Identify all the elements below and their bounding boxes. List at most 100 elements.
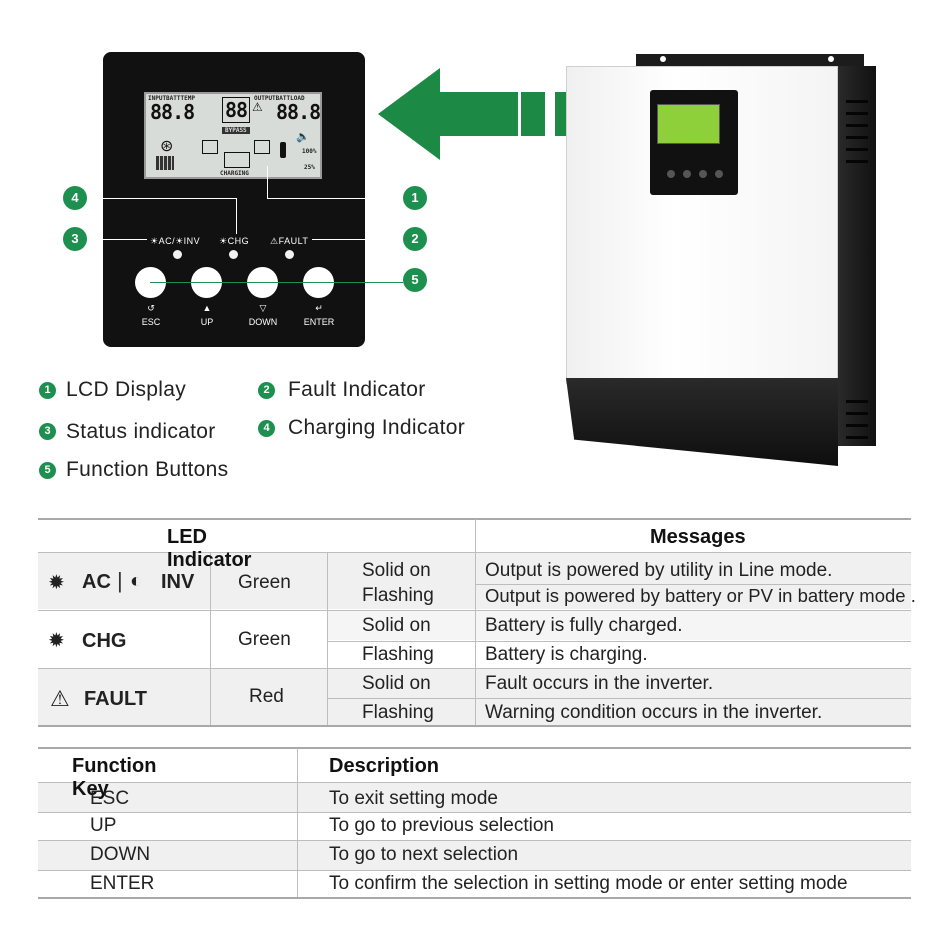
legend-text-3: Status indicator: [66, 420, 216, 443]
lcd-bypass: BYPASS: [222, 127, 250, 134]
ac-inv-led: [173, 250, 182, 259]
header-divider: [38, 552, 911, 553]
row-band: [38, 553, 911, 609]
esc-button-label: ESC: [141, 317, 161, 327]
legend-num-4: 4: [258, 420, 275, 437]
callout-2-line: [312, 239, 403, 240]
inverter-lcd: [657, 104, 720, 144]
separator: |: [117, 568, 123, 593]
legend-num-5: 5: [39, 462, 56, 479]
state-solid-on: Solid on: [362, 615, 431, 636]
table-top-border: [38, 747, 911, 749]
color-green: Green: [238, 572, 291, 593]
chg-led: [229, 250, 238, 259]
description: To exit setting mode: [329, 788, 498, 809]
esc-symbol-icon: ↺: [147, 303, 155, 313]
vent-slot: [846, 112, 868, 115]
legend-text-5: Function Buttons: [66, 458, 229, 481]
row-divider: [38, 840, 911, 841]
vent-slot: [846, 136, 868, 139]
bracket-hole: [828, 56, 834, 62]
callout-1-line-h: [267, 198, 403, 199]
lcd-right-digits: 88.8: [276, 100, 321, 124]
inverter-icon: [254, 140, 270, 154]
inverter-button: [715, 170, 723, 178]
lcd-pct-100: 100%: [302, 148, 317, 155]
row-divider: [38, 610, 911, 611]
callout-4: 4: [63, 186, 87, 210]
enter-symbol-icon: ↵: [315, 303, 323, 313]
legend-num-1: 1: [39, 382, 56, 399]
callout-5-line: [150, 282, 403, 283]
header-led-indicator: LED Indicator: [167, 526, 252, 571]
callout-3-line: [87, 239, 147, 240]
lcd-charging: CHARGING: [220, 170, 249, 177]
lcd-mid-digits: 88: [222, 97, 251, 123]
description: To confirm the selection in setting mode…: [329, 873, 848, 894]
callout-1: 1: [403, 186, 427, 210]
key-esc: ESC: [90, 788, 130, 809]
inv-label: INV: [161, 571, 195, 593]
vent-slot: [846, 424, 868, 427]
state-solid-on: Solid on: [362, 673, 431, 694]
fault-led: [285, 250, 294, 259]
vent-slot: [846, 412, 868, 415]
row-divider: [328, 698, 911, 699]
down-symbol-icon: ▽: [259, 303, 267, 313]
inverter-bracket: [636, 54, 864, 68]
inverter-button: [699, 170, 707, 178]
warning-icon: ⚠: [252, 100, 263, 114]
callout-4-line-v: [236, 198, 237, 234]
header-messages: Messages: [650, 526, 746, 548]
header-function-key: Function Key: [72, 755, 157, 800]
message: Battery is fully charged.: [485, 615, 683, 636]
state-flashing: Flashing: [362, 702, 434, 723]
bracket-hole: [660, 56, 666, 62]
vent-slot: [846, 436, 868, 439]
callout-2: 2: [403, 227, 427, 251]
table-bottom-border: [38, 897, 911, 899]
lcd-pct-25: 25%: [304, 164, 315, 171]
description: To go to previous selection: [329, 815, 554, 836]
key-enter: ENTER: [90, 873, 155, 894]
down-button-label: DOWN: [248, 317, 278, 327]
lcd-left-digits: 88.8: [150, 100, 195, 124]
vent-slot: [846, 160, 868, 163]
callout-5: 5: [403, 268, 427, 292]
message: Output is powered by battery or PV in ba…: [485, 585, 916, 606]
legend-num-3: 3: [39, 423, 56, 440]
inverter-button: [667, 170, 675, 178]
ac-inv-label: ☀AC/☀INV: [150, 236, 201, 246]
vent-slot: [846, 400, 868, 403]
inverter-button: [683, 170, 691, 178]
message: Fault occurs in the inverter.: [485, 673, 714, 694]
vent-slot: [846, 124, 868, 127]
legend-text-1: LCD Display: [66, 378, 186, 401]
row-divider: [38, 812, 911, 813]
callout-4-line-h: [87, 198, 237, 199]
ac-source-icon: ⊛: [160, 138, 174, 155]
vent-slot: [846, 100, 868, 103]
sun-icon: ✹: [48, 572, 65, 594]
message: Warning condition occurs in the inverter…: [485, 702, 823, 723]
state-flashing: Flashing: [362, 644, 434, 665]
lcd-output-label: OUTPUTBATTLOAD: [254, 95, 305, 102]
sun-icon: ✹: [48, 630, 65, 652]
key-down: DOWN: [90, 844, 151, 865]
inverter-bottom: [566, 378, 838, 466]
row-divider: [476, 584, 911, 585]
table-top-border: [38, 518, 911, 520]
legend-text-4: Charging Indicator: [288, 416, 465, 439]
header-divider: [38, 782, 911, 783]
warning-icon: ⚠: [50, 686, 70, 711]
legend-text-2: Fault Indicator: [288, 378, 426, 401]
lcd-input-label: INPUTBATTTEMP: [148, 95, 195, 102]
row-band: [38, 841, 911, 870]
vent-slot: [846, 148, 868, 151]
state-flashing: Flashing: [362, 585, 434, 606]
description: To go to next selection: [329, 844, 519, 865]
col-divider: [327, 553, 328, 725]
state-solid-on: Solid on: [362, 560, 431, 581]
arrow-dash-1: [521, 92, 545, 136]
up-button-label: UP: [200, 317, 214, 327]
